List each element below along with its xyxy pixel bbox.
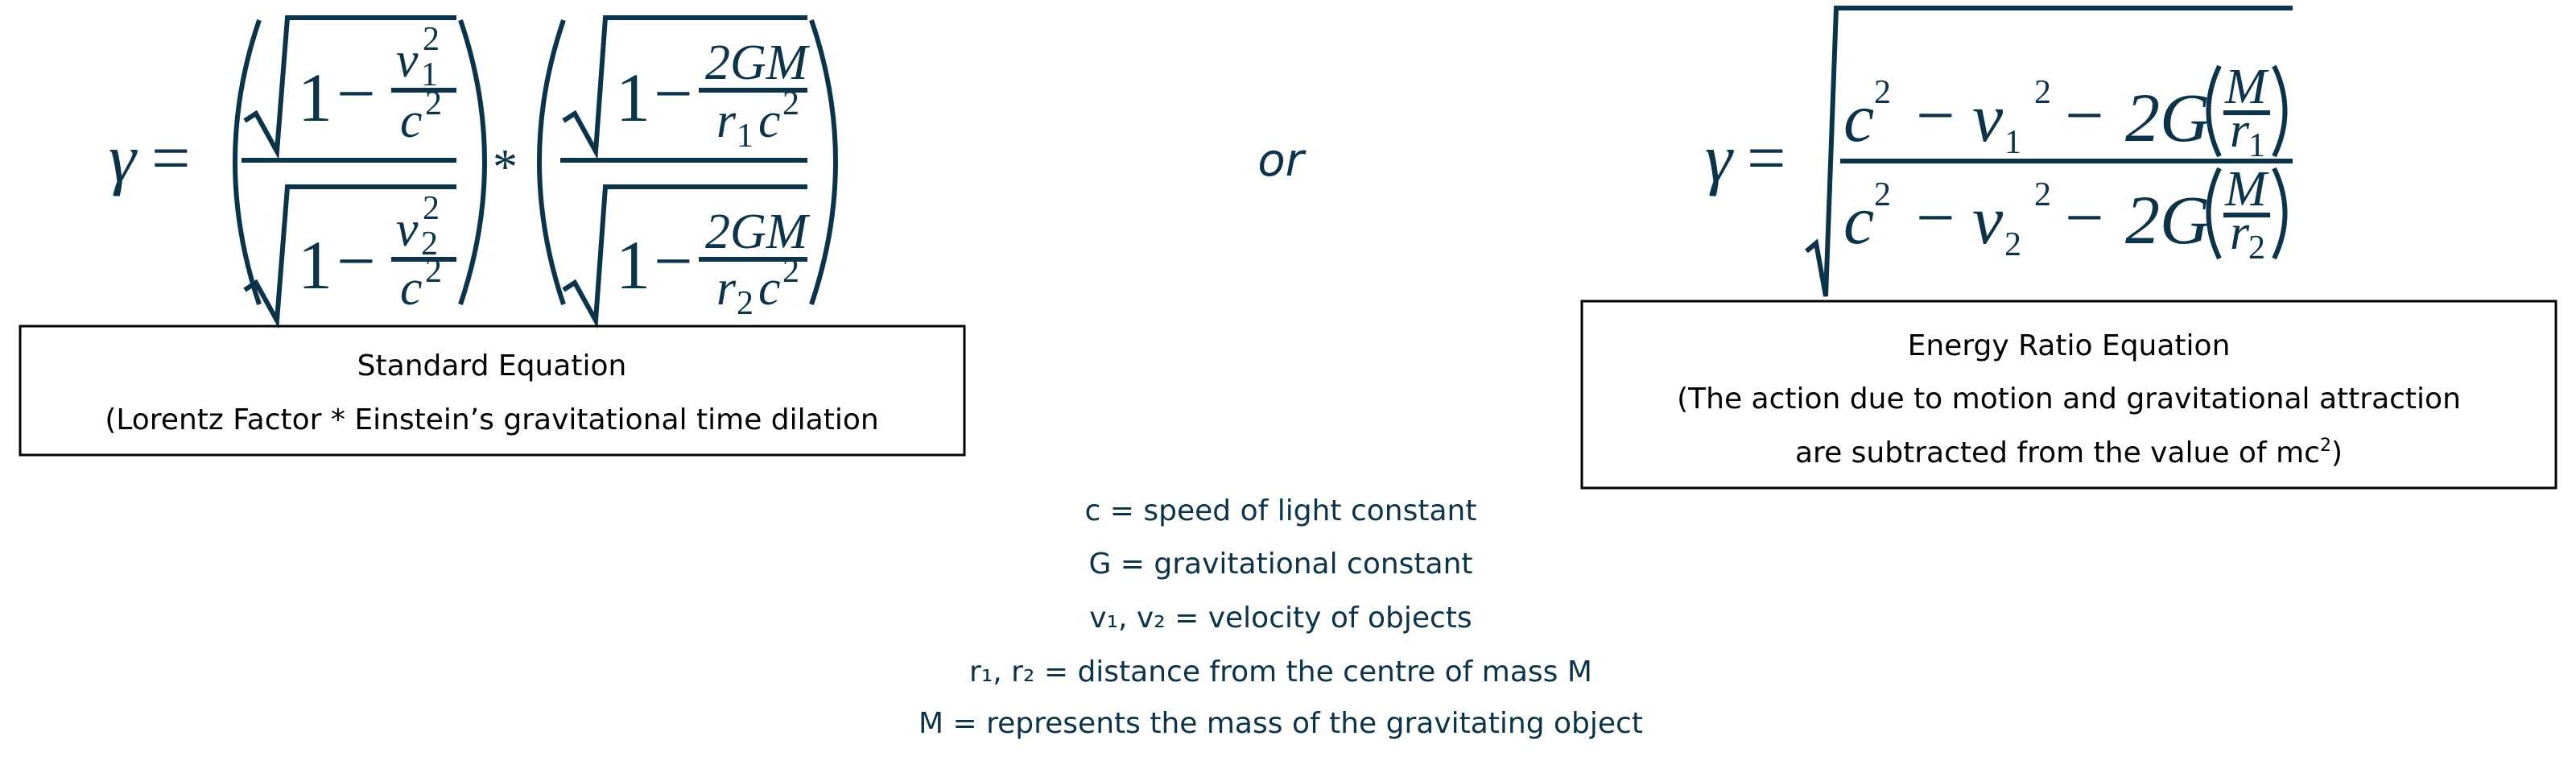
superscript: 2 [1874, 176, 1891, 213]
velocity-symbol: v [1972, 79, 2004, 156]
gamma-symbol: γ [109, 119, 138, 196]
legend-item: v₁, v₂ = velocity of objects [1089, 602, 1472, 635]
caption-line: are subtracted from the value of mc2) [1795, 436, 2343, 469]
two-gm-term: 2GM [705, 35, 811, 90]
gamma-symbol: γ [1705, 119, 1734, 196]
minus-sign: − [336, 222, 376, 300]
superscript: 2 [2034, 176, 2051, 213]
mass-symbol: M [2224, 60, 2269, 114]
equals-sign: = [151, 119, 191, 196]
right-paren-icon [2272, 167, 2288, 260]
caption-subtitle: (Lorentz Factor * Einstein’s gravitation… [105, 403, 878, 436]
sqrt-radical-icon [1805, 6, 2293, 297]
caption-line: (The action due to motion and gravitatio… [1677, 382, 2461, 416]
velocity-symbol: v [396, 202, 419, 257]
caption-text: ) [2331, 436, 2343, 469]
legend-item: r₁, r₂ = distance from the centre of mas… [969, 655, 1592, 688]
standard-equation: γ = 1 − v 1 2 c 2 1 − v 2 2 c 2 * 1 − 2G… [109, 15, 838, 329]
two-gm-term: 2GM [705, 205, 811, 259]
left-paren-icon [233, 19, 262, 305]
or-separator: or [1257, 134, 1306, 187]
sqrt-radical-icon [243, 15, 456, 160]
energy-ratio-equation: γ = c 2 − v 1 2 − 2G M r 1 c 2 − v 2 2 [1705, 6, 2293, 297]
minus-sign: − [654, 55, 693, 132]
caption-box [19, 325, 966, 457]
superscript: 2 [425, 85, 442, 122]
radius-symbol: r [2230, 103, 2250, 158]
subscript: 2 [2004, 226, 2021, 263]
numerator: c 2 − v 1 2 − 2G M r 1 [1843, 60, 2288, 164]
right-paren-icon [2272, 64, 2288, 158]
light-speed-symbol: c [400, 93, 423, 148]
term-one: 1 [298, 59, 332, 136]
two-g-term: 2G [2125, 79, 2210, 156]
subscript: 2 [2248, 229, 2265, 267]
energy-equation-caption: Energy Ratio Equation (The action due to… [1580, 300, 2557, 490]
minus-sign: − [2065, 179, 2104, 256]
velocity-symbol: v [396, 33, 419, 88]
two-g-term: 2G [2125, 181, 2210, 258]
sqrt-radical-icon [243, 184, 456, 329]
minus-sign: − [654, 222, 693, 300]
minus-sign: − [1916, 179, 1955, 256]
superscript: 2 [425, 253, 442, 290]
left-paren-icon [2206, 167, 2222, 260]
superscript: 2 [423, 190, 440, 227]
caption-text: are subtracted from the value of mc [1795, 436, 2320, 469]
minus-sign: − [2065, 76, 2104, 154]
minus-sign: − [1916, 76, 1955, 154]
superscript: 2 [2320, 436, 2331, 456]
light-speed-symbol: c [758, 93, 781, 148]
term-one: 1 [616, 59, 650, 136]
superscript: 2 [2034, 74, 2051, 111]
radius-symbol: r [2230, 205, 2250, 260]
denominator: c 2 − v 2 2 − 2G M r 2 [1843, 162, 2288, 267]
superscript: 2 [1874, 74, 1891, 111]
light-speed-symbol: c [1843, 181, 1874, 258]
subscript: 1 [737, 118, 753, 155]
multiply-sign: * [493, 140, 518, 195]
term-one: 1 [616, 226, 650, 304]
subscript: 1 [421, 56, 438, 93]
standard-equation-caption: Standard Equation (Lorentz Factor * Eins… [19, 325, 966, 457]
legend-item: c = speed of light constant [1085, 494, 1477, 527]
light-speed-symbol: c [400, 261, 423, 316]
right-paren-icon [458, 19, 487, 305]
subscript: 2 [737, 285, 753, 322]
radius-symbol: r [716, 93, 737, 148]
subscript: 1 [2004, 124, 2021, 161]
right-paren-icon [809, 19, 838, 305]
minus-sign: − [336, 55, 376, 132]
caption-box [1580, 300, 2557, 490]
superscript: 2 [782, 253, 799, 290]
caption-title: Standard Equation [357, 349, 627, 382]
sqrt-radical-icon [562, 15, 807, 160]
variable-legend: c = speed of light constant G = gravitat… [919, 494, 1643, 740]
term-one: 1 [298, 226, 332, 304]
equals-sign: = [1747, 119, 1786, 196]
left-paren-icon [537, 19, 566, 305]
caption-title: Energy Ratio Equation [1908, 329, 2231, 362]
light-speed-symbol: c [758, 261, 781, 316]
light-speed-symbol: c [1843, 79, 1874, 156]
velocity-symbol: v [1972, 181, 2004, 258]
radius-symbol: r [716, 261, 737, 316]
superscript: 2 [782, 85, 799, 122]
subscript: 2 [421, 225, 438, 263]
sqrt-radical-icon [562, 184, 807, 329]
subscript: 1 [2248, 127, 2265, 164]
superscript: 2 [423, 21, 440, 58]
legend-item: G = gravitational constant [1088, 548, 1472, 581]
left-paren-icon [2206, 64, 2222, 158]
legend-item: M = represents the mass of the gravitati… [919, 707, 1643, 740]
mass-symbol: M [2224, 162, 2269, 217]
